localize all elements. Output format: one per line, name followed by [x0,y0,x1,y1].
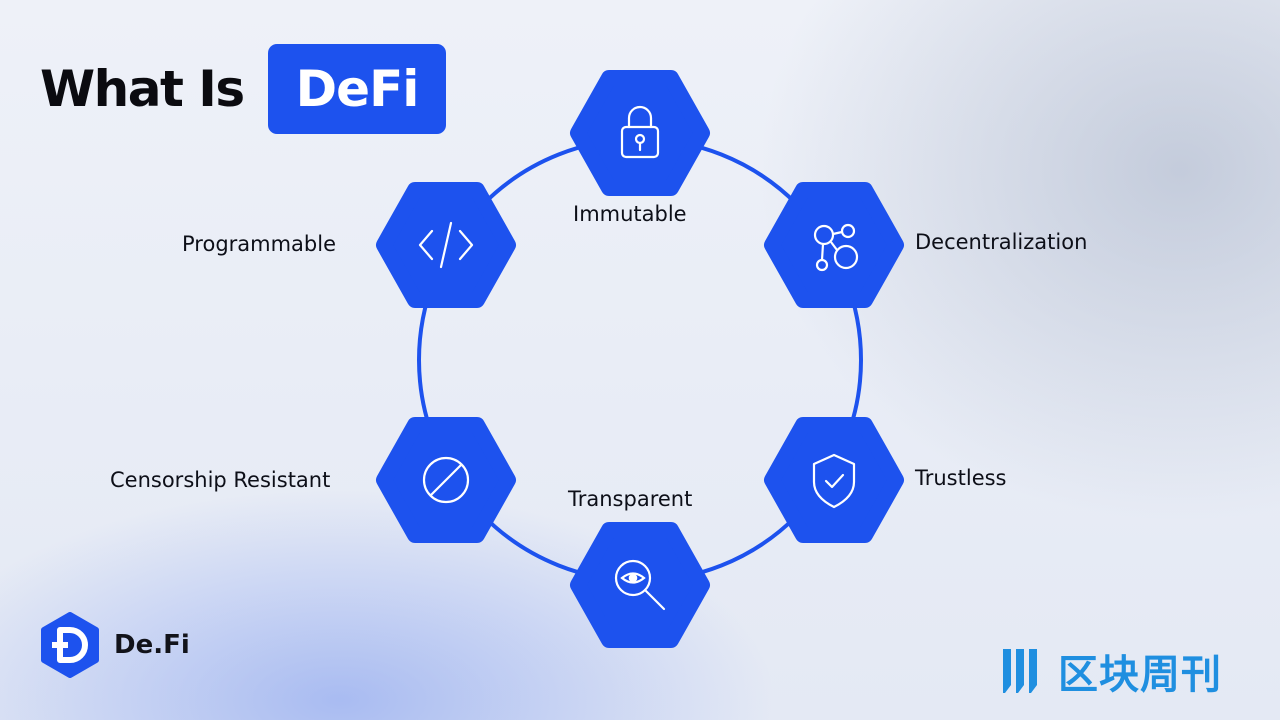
defi-logo-icon [41,612,99,678]
network-nodes-icon [813,223,859,272]
node-trustless [764,417,904,543]
shield-check-icon [812,453,856,509]
eye-magnifier-icon [614,559,666,611]
label-programmable: Programmable [182,232,337,256]
node-programmable [376,182,516,308]
title-highlight-chip: DeFi [267,44,447,134]
brand-name: De.Fi [114,630,190,660]
watermark-text: 区块周刊 [1058,652,1222,698]
code-brackets-icon [418,221,474,269]
prohibited-icon [422,456,470,504]
title-prefix: What Is [40,60,245,118]
label-trustless: Trustless [915,466,1007,490]
node-decentralization [764,182,904,308]
label-transparent: Transparent [568,487,693,511]
node-transparent [570,522,710,648]
hexagon [570,522,710,648]
hexagon [764,417,904,543]
hexagon [570,70,710,196]
label-censorship-resistant: Censorship Resistant [110,468,331,492]
label-decentralization: Decentralization [915,230,1088,254]
label-immutable: Immutable [573,202,687,226]
bars-logo-icon [1003,649,1037,693]
watermark: 区块周刊 [1000,642,1222,700]
lock-icon [620,105,660,159]
node-censorship-resistant [376,417,516,543]
page-title: What Is DeFi [40,44,447,134]
brand: De.Fi [40,612,190,678]
node-immutable [570,70,710,196]
